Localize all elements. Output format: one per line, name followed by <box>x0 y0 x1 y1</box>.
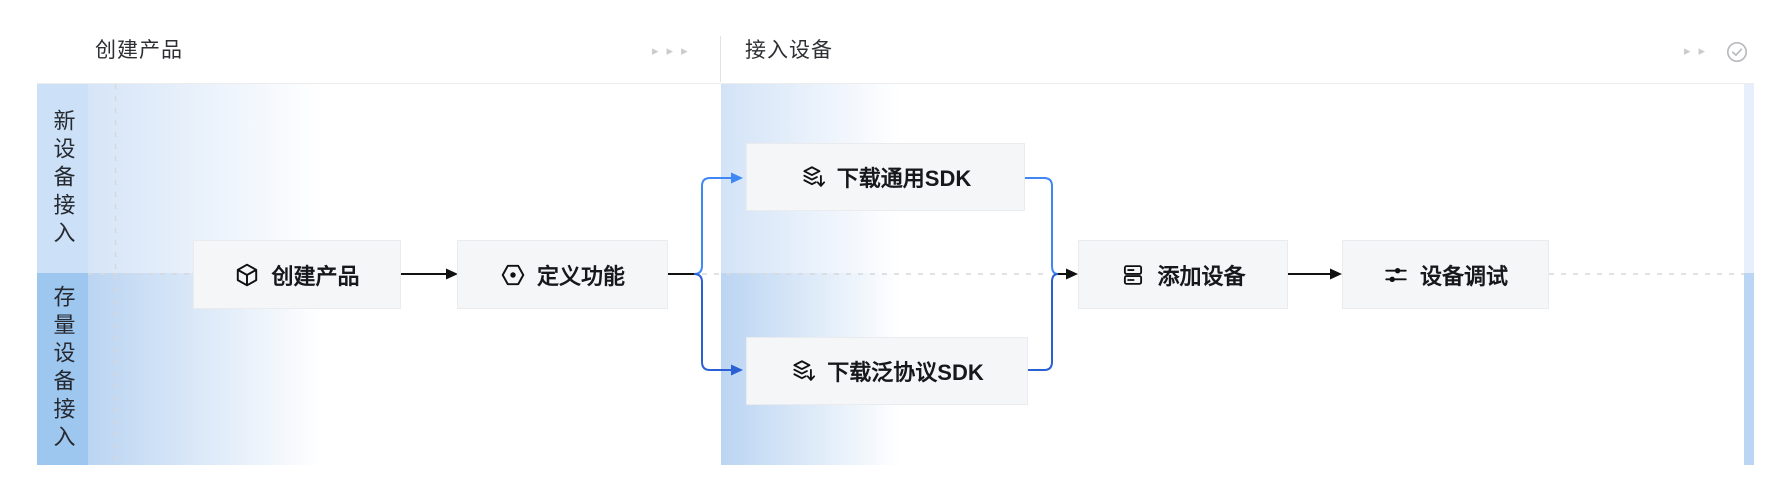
content-top-border <box>37 83 1754 84</box>
sliders-icon <box>1385 267 1407 282</box>
branch-bottom-left <box>693 273 731 371</box>
node-create-product[interactable]: 创建产品 <box>193 240 401 309</box>
node-download-pan-protocol-sdk[interactable]: 下载泛协议SDK <box>746 337 1028 405</box>
stacked-devices-icon <box>1124 264 1143 285</box>
node-label: 下载泛协议SDK <box>827 360 984 385</box>
check-circle-icon <box>1726 41 1748 63</box>
panel-title-connect-device: 接入设备 <box>745 39 833 62</box>
arrowhead-blue <box>731 364 743 376</box>
node-download-generic-sdk[interactable]: 下载通用SDK <box>746 143 1025 211</box>
chevron-right-icon: ▸ <box>1684 43 1691 58</box>
node-add-device[interactable]: 添加设备 <box>1078 240 1288 309</box>
node-label: 定义功能 <box>536 263 625 289</box>
panel-title-create-product: 创建产品 <box>95 39 183 62</box>
branch-top-right <box>1025 177 1059 275</box>
node-device-debug[interactable]: 设备调试 <box>1342 240 1549 309</box>
arrowhead <box>1330 268 1342 280</box>
node-label: 设备调试 <box>1419 263 1508 289</box>
node-label: 添加设备 <box>1157 263 1246 289</box>
panel-progress-chevrons-left: ▸ ▸ ▸ <box>652 44 688 57</box>
layers-download-icon <box>793 360 816 381</box>
next-panel-edge-strip-bottom <box>1744 273 1754 465</box>
next-panel-edge-strip-top <box>1744 84 1754 273</box>
chevron-right-icon: ▸ <box>652 43 659 58</box>
arrowhead-blue <box>731 172 743 184</box>
lane-label: 新设备接入 <box>50 108 76 249</box>
chevron-right-icon: ▸ <box>681 43 688 58</box>
chevron-right-icon: ▸ <box>666 43 674 58</box>
node-label: 下载通用SDK <box>836 166 972 191</box>
node-label: 创建产品 <box>271 263 360 289</box>
arrowhead <box>446 268 458 280</box>
chevron-right-icon: ▸ <box>1698 43 1706 58</box>
layers-download-icon <box>803 166 825 187</box>
panel-divider <box>720 36 721 82</box>
branch-top-left <box>693 177 731 275</box>
node-define-features[interactable]: 定义功能 <box>457 240 668 309</box>
panel-progress-chevrons-right: ▸ ▸ <box>1684 44 1705 57</box>
lane-new-device: 新设备接入 <box>37 84 88 273</box>
hexagon-dot-icon <box>501 264 525 285</box>
arrowhead <box>1066 268 1078 280</box>
branch-bottom-right <box>1028 273 1059 371</box>
lane-existing-device: 存量设备接入 <box>37 273 88 465</box>
lane-label: 存量设备接入 <box>50 285 76 453</box>
cube-icon <box>237 263 258 286</box>
